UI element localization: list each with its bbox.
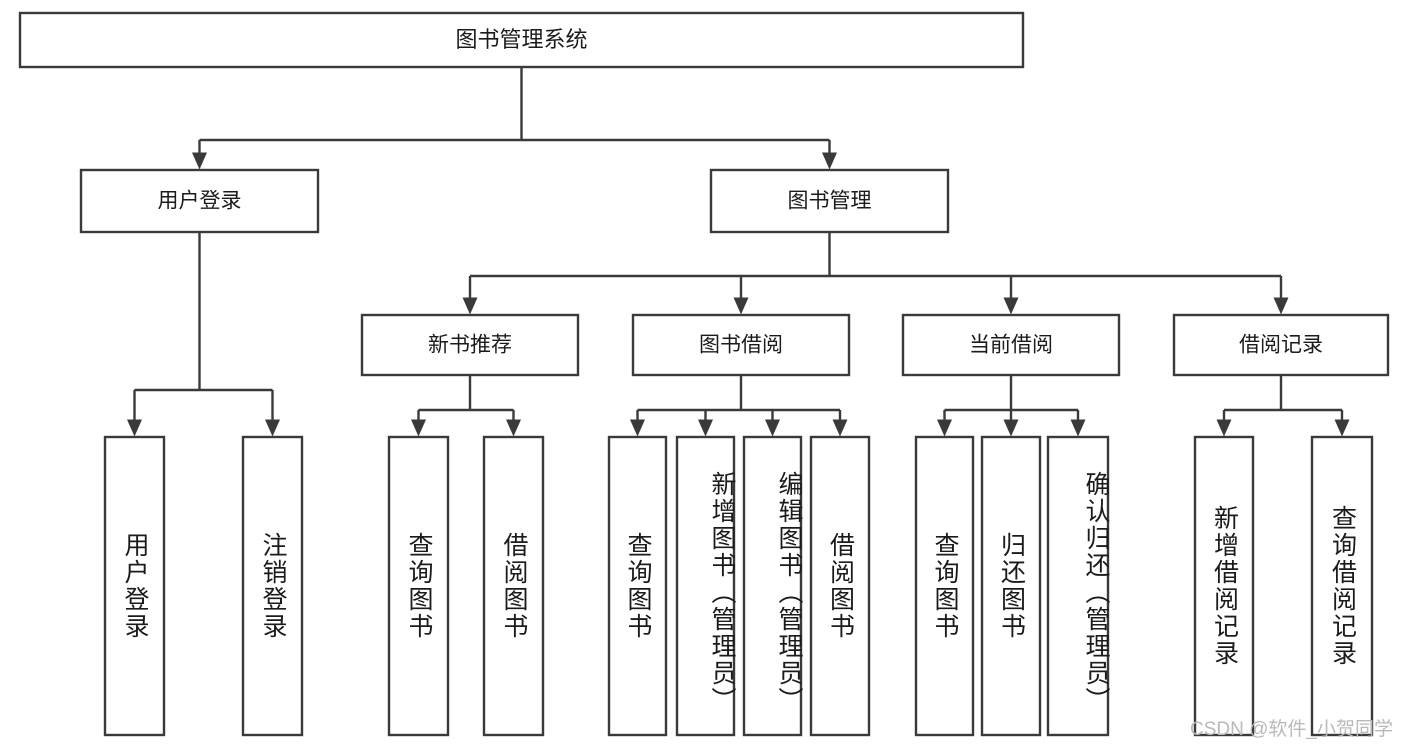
node-box-leaf-borrow-book[interactable] xyxy=(809,435,871,737)
connector-current-borrow xyxy=(943,375,1080,422)
arrow-head xyxy=(462,297,478,315)
node-box-leaf-add-borrow-record[interactable] xyxy=(1193,435,1255,737)
connectors-layer xyxy=(127,67,1350,437)
node-box-leaf-query-book-borrow[interactable] xyxy=(607,435,668,737)
node-box-leaf-add-book-admin[interactable] xyxy=(675,435,736,737)
arrow-head xyxy=(192,152,207,170)
arrow-head xyxy=(698,419,713,437)
arrow-head xyxy=(411,419,426,437)
node-box-leaf-borrow-book-recommend[interactable] xyxy=(482,435,545,737)
connector-root xyxy=(198,67,831,155)
node-box-leaf-user-login[interactable] xyxy=(103,435,166,737)
node-box-leaf-edit-book-admin[interactable] xyxy=(742,435,803,737)
node-label-current-borrow: 当前借阅 xyxy=(969,334,1053,357)
arrow-head xyxy=(937,419,952,437)
node-box-root[interactable] xyxy=(18,11,1025,69)
node-label-book-management: 图书管理 xyxy=(788,190,872,213)
node-box-leaf-logout[interactable] xyxy=(241,435,304,737)
arrow-head xyxy=(822,152,837,170)
node-label-new-book-recommend: 新书推荐 xyxy=(428,334,512,357)
arrow-head xyxy=(630,419,645,437)
node-box-leaf-confirm-return-admin[interactable] xyxy=(1046,435,1110,737)
connector-book-management xyxy=(468,232,1283,300)
arrow-head xyxy=(265,419,280,437)
arrow-head xyxy=(733,297,749,315)
connector-user-login xyxy=(133,232,274,422)
node-box-book-management[interactable] xyxy=(709,168,950,234)
node-box-user-login[interactable] xyxy=(79,168,320,234)
boxes-layer xyxy=(18,11,1390,737)
connector-book-borrow xyxy=(636,375,842,422)
connector-new-book-recommend xyxy=(417,375,515,422)
node-label-book-borrow: 图书借阅 xyxy=(699,334,783,357)
arrow-head xyxy=(1273,297,1289,315)
arrow-head xyxy=(506,419,521,437)
arrow-head xyxy=(127,419,142,437)
arrow-head xyxy=(1216,419,1232,437)
node-box-leaf-query-book-current[interactable] xyxy=(914,435,975,737)
node-box-borrow-record[interactable] xyxy=(1172,313,1390,377)
arrow-head xyxy=(1003,297,1019,315)
arrow-head xyxy=(1003,419,1019,437)
arrow-head xyxy=(832,419,848,437)
node-box-current-borrow[interactable] xyxy=(901,313,1121,377)
arrow-head xyxy=(765,419,780,437)
node-label-borrow-record: 借阅记录 xyxy=(1239,334,1323,357)
connector-borrow-record xyxy=(1222,375,1344,422)
node-box-leaf-return-book[interactable] xyxy=(980,435,1042,737)
node-box-leaf-query-book-recommend[interactable] xyxy=(387,435,450,737)
node-label-user-login: 用户登录 xyxy=(158,190,242,213)
node-box-leaf-query-borrow-record[interactable] xyxy=(1310,435,1374,737)
arrow-head xyxy=(1070,419,1086,437)
node-box-new-book-recommend[interactable] xyxy=(360,313,580,377)
node-box-book-borrow[interactable] xyxy=(631,313,851,377)
node-label-root: 图书管理系统 xyxy=(455,27,587,52)
arrow-head xyxy=(1334,419,1350,437)
